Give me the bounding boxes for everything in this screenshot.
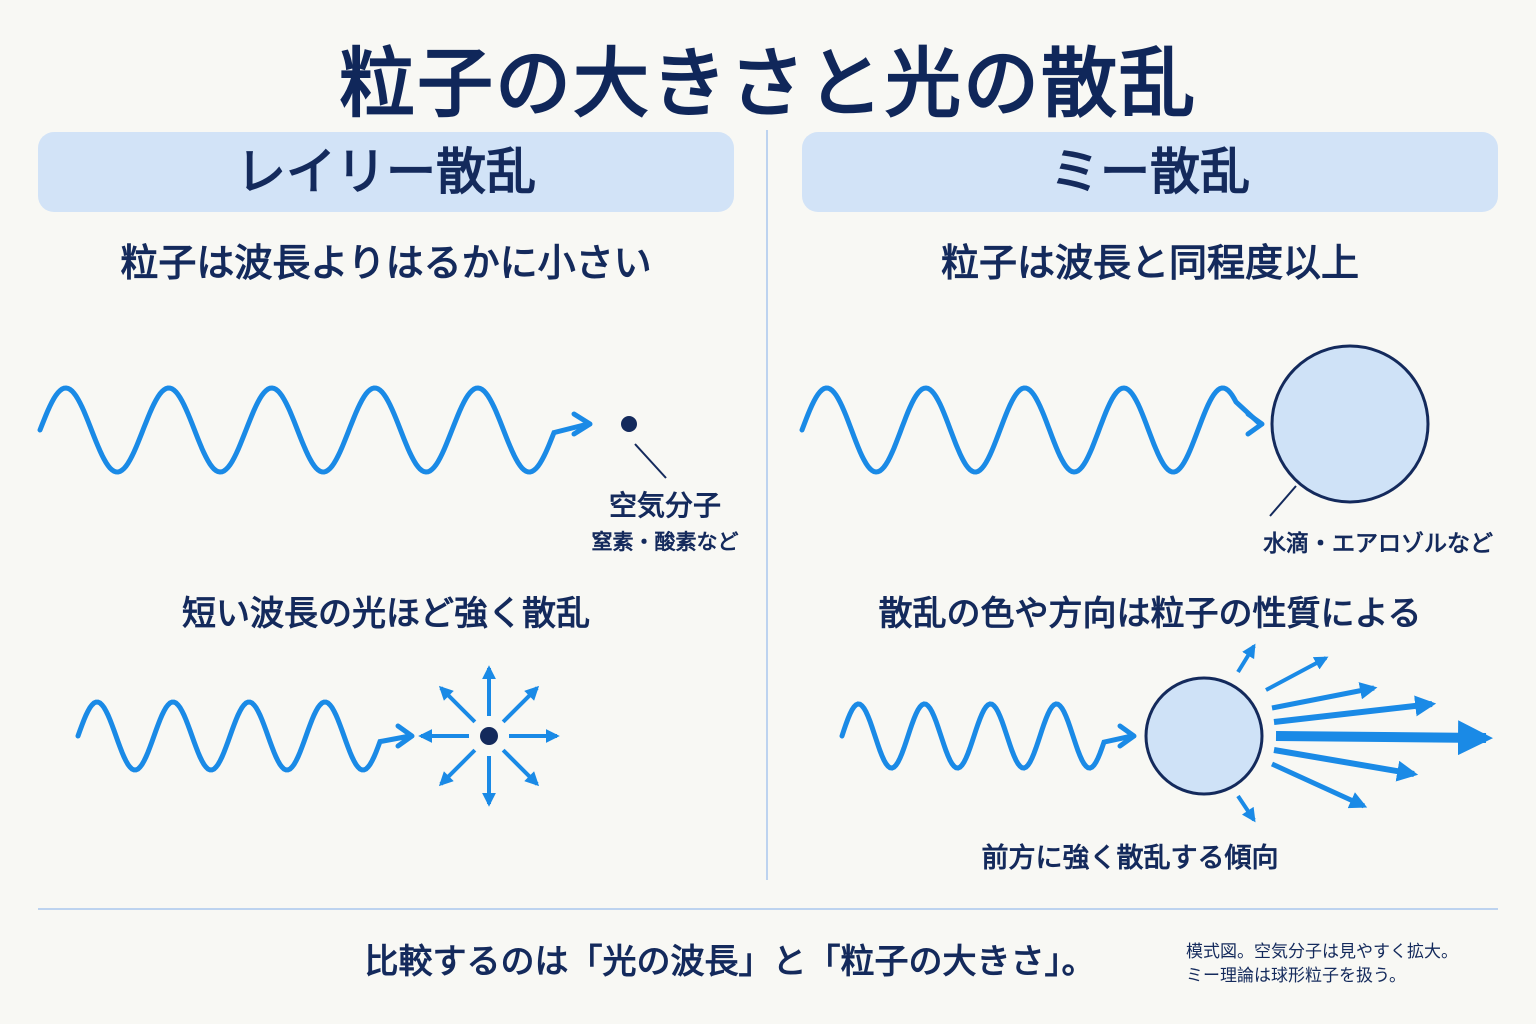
footer-main-text: 比較するのは「光の波長」と「粒子の大きさ」。 — [364, 942, 1096, 982]
rayleigh-short-wave — [75, 699, 413, 773]
forward-scatter-arrow — [1273, 747, 1419, 782]
droplet-leader-line — [1269, 485, 1297, 517]
mie-incident-wave — [799, 385, 1263, 475]
forward-scatter-arrow — [1265, 656, 1329, 692]
scatter-arrow — [438, 685, 477, 724]
scatter-arrow — [438, 748, 477, 787]
rayleigh-short-wave-arrowhead — [395, 723, 415, 749]
scattering-molecule-dot — [480, 727, 498, 745]
footer-note: 模式図。空気分子は見やすく拡大。 ミー理論は球形粒子を扱う。 — [1186, 940, 1526, 988]
rayleigh-incident-wave — [37, 385, 591, 475]
air-molecule-dot — [621, 416, 637, 432]
isotropic-scatter-arrows — [418, 665, 560, 807]
mie-subtitle: 粒子は波長と同程度以上 — [940, 241, 1359, 285]
forward-scatter-caption: 前方に強く散乱する傾向 — [981, 843, 1279, 874]
page-title: 粒子の大きさと光の散乱 — [339, 39, 1197, 128]
forward-scatter-arrow — [1236, 643, 1256, 674]
footer-note-line1: 模式図。空気分子は見やすく拡大。 — [1186, 942, 1458, 962]
rayleigh-subtitle: 粒子は波長よりはるかに小さい — [120, 241, 652, 285]
water-droplet — [1270, 344, 1430, 504]
forward-scatter-arrows — [1236, 643, 1493, 823]
rayleigh-effect-caption: 短い波長の光ほど強く散乱 — [182, 594, 590, 634]
mie-scatter-wave-arrowhead — [1117, 723, 1137, 749]
scatter-arrow — [501, 748, 540, 787]
air-molecule-label: 空気分子 — [608, 489, 721, 522]
forward-scatter-arrow — [1275, 720, 1493, 756]
air-molecule-sublabel: 窒素・酸素など — [591, 530, 739, 554]
mie-wave-arrowhead — [1245, 411, 1265, 437]
rayleigh-wave-arrowhead — [571, 411, 593, 437]
aerosol-particle — [1144, 676, 1264, 796]
forward-scatter-arrow — [1273, 695, 1437, 725]
air-molecule-leader-line — [634, 443, 667, 479]
droplet-label: 水滴・エアロゾルなど — [1263, 531, 1493, 557]
horizontal-divider — [38, 908, 1498, 910]
footer-note-line2: ミー理論は球形粒子を扱う。 — [1186, 966, 1406, 986]
forward-scatter-arrow — [1236, 794, 1256, 823]
scatter-arrow — [501, 685, 540, 724]
mie-scatter-wave — [839, 701, 1135, 771]
vertical-divider — [766, 130, 768, 880]
mie-effect-caption: 散乱の色や方向は粒子の性質による — [878, 594, 1422, 634]
forward-scatter-arrow — [1271, 682, 1378, 711]
mie-header: ミー散乱 — [802, 132, 1498, 212]
rayleigh-header: レイリー散乱 — [38, 132, 734, 212]
forward-scatter-arrow — [1270, 761, 1368, 809]
